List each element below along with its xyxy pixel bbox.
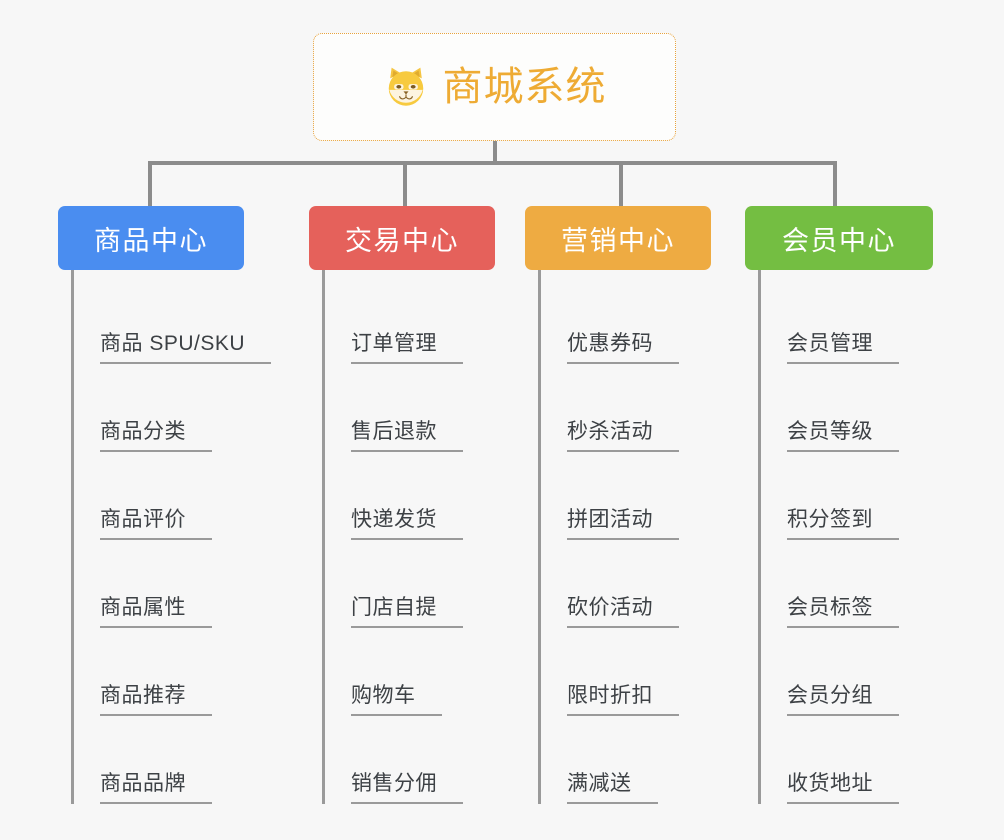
list-item[interactable]: 满减送 — [541, 716, 711, 804]
leaf-label: 收货地址 — [787, 773, 899, 804]
list-item[interactable]: 会员分组 — [761, 628, 933, 716]
category-label: 会员中心 — [782, 225, 896, 256]
leaf-label: 商品推荐 — [100, 685, 212, 716]
category-label: 交易中心 — [345, 225, 459, 256]
connector-drop-1 — [148, 161, 152, 206]
list-item[interactable]: 拼团活动 — [541, 452, 711, 540]
branch-marketing-center: 营销中心 优惠券码 秒杀活动 拼团活动 砍价活动 限时折扣 满减送 — [525, 206, 711, 804]
connector-drop-2 — [403, 161, 407, 206]
leaf-label: 限时折扣 — [567, 685, 679, 716]
leaf-list-trade: 订单管理 售后退款 快递发货 门店自提 购物车 销售分佣 — [322, 270, 495, 804]
leaf-label: 拼团活动 — [567, 509, 679, 540]
branch-trade-center: 交易中心 订单管理 售后退款 快递发货 门店自提 购物车 销售分佣 — [309, 206, 495, 804]
list-item[interactable]: 门店自提 — [325, 540, 495, 628]
connector-drop-3 — [619, 161, 623, 206]
list-item[interactable]: 购物车 — [325, 628, 495, 716]
shiba-dog-icon — [388, 67, 423, 106]
list-item[interactable]: 优惠券码 — [541, 276, 711, 364]
category-header-product[interactable]: 商品中心 — [58, 206, 244, 270]
leaf-label: 满减送 — [567, 773, 658, 804]
list-item[interactable]: 快递发货 — [325, 452, 495, 540]
leaf-label: 积分签到 — [787, 509, 899, 540]
category-header-marketing[interactable]: 营销中心 — [525, 206, 711, 270]
leaf-label: 商品品牌 — [100, 773, 212, 804]
list-item[interactable]: 商品属性 — [74, 540, 244, 628]
leaf-list-product: 商品 SPU/SKU 商品分类 商品评价 商品属性 商品推荐 商品品牌 — [71, 270, 272, 804]
leaf-label: 会员标签 — [787, 597, 899, 628]
leaf-label: 商品评价 — [100, 509, 212, 540]
list-item[interactable]: 会员等级 — [761, 364, 933, 452]
category-label: 营销中心 — [561, 225, 675, 256]
list-item[interactable]: 商品 SPU/SKU — [74, 276, 272, 364]
list-item[interactable]: 订单管理 — [325, 276, 495, 364]
list-item[interactable]: 限时折扣 — [541, 628, 711, 716]
leaf-label: 快递发货 — [351, 509, 463, 540]
leaf-label: 订单管理 — [351, 333, 463, 364]
leaf-label: 商品 SPU/SKU — [100, 333, 272, 364]
leaf-label: 秒杀活动 — [567, 421, 679, 452]
list-item[interactable]: 商品品牌 — [74, 716, 244, 804]
leaf-label: 售后退款 — [351, 421, 463, 452]
root-node[interactable]: 商城系统 — [313, 33, 676, 141]
list-item[interactable]: 砍价活动 — [541, 540, 711, 628]
root-title: 商城系统 — [442, 65, 607, 109]
list-item[interactable]: 会员标签 — [761, 540, 933, 628]
category-label: 商品中心 — [94, 225, 208, 256]
leaf-label: 销售分佣 — [351, 773, 463, 804]
list-item[interactable]: 秒杀活动 — [541, 364, 711, 452]
list-item[interactable]: 商品推荐 — [74, 628, 244, 716]
leaf-label: 会员管理 — [787, 333, 899, 364]
leaf-label: 购物车 — [351, 685, 442, 716]
category-header-member[interactable]: 会员中心 — [745, 206, 933, 270]
connector-root-stem — [493, 141, 497, 164]
leaf-label: 门店自提 — [351, 597, 463, 628]
category-header-trade[interactable]: 交易中心 — [309, 206, 495, 270]
leaf-label: 砍价活动 — [567, 597, 679, 628]
branch-member-center: 会员中心 会员管理 会员等级 积分签到 会员标签 会员分组 收货地址 — [745, 206, 933, 804]
leaf-label: 商品属性 — [100, 597, 212, 628]
branch-product-center: 商品中心 商品 SPU/SKU 商品分类 商品评价 商品属性 商品推荐 商品品牌 — [58, 206, 272, 804]
leaf-list-marketing: 优惠券码 秒杀活动 拼团活动 砍价活动 限时折扣 满减送 — [538, 270, 711, 804]
leaf-label: 会员分组 — [787, 685, 899, 716]
list-item[interactable]: 会员管理 — [761, 276, 933, 364]
list-item[interactable]: 商品评价 — [74, 452, 244, 540]
list-item[interactable]: 商品分类 — [74, 364, 244, 452]
connector-bus — [148, 161, 837, 165]
list-item[interactable]: 售后退款 — [325, 364, 495, 452]
list-item[interactable]: 收货地址 — [761, 716, 933, 804]
list-item[interactable]: 销售分佣 — [325, 716, 495, 804]
leaf-list-member: 会员管理 会员等级 积分签到 会员标签 会员分组 收货地址 — [758, 270, 933, 804]
connector-drop-4 — [833, 161, 837, 206]
list-item[interactable]: 积分签到 — [761, 452, 933, 540]
leaf-label: 商品分类 — [100, 421, 212, 452]
leaf-label: 优惠券码 — [567, 333, 679, 364]
leaf-label: 会员等级 — [787, 421, 899, 452]
